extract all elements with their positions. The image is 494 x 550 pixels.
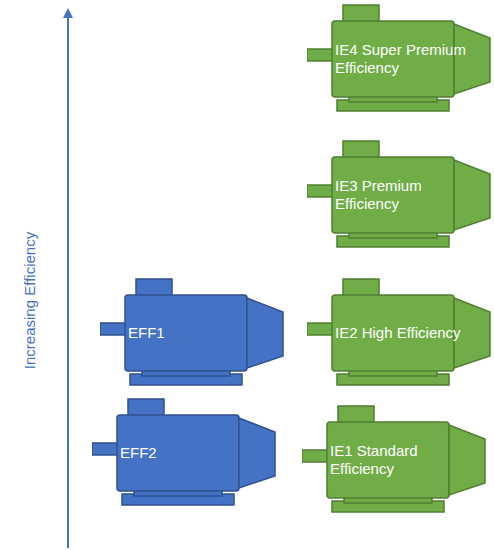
- motor-illustration: [100, 278, 285, 388]
- fan-cover: [247, 298, 283, 368]
- fan-cover: [454, 160, 490, 230]
- motor-node: IE3 Premium Efficiency: [307, 140, 492, 250]
- fan-cover: [239, 418, 275, 488]
- motor-shaft: [302, 450, 329, 462]
- motor-label: IE1 Standard Efficiency: [330, 442, 465, 478]
- motor-shaft: [307, 185, 334, 197]
- motor-label: IE3 Premium Efficiency: [335, 177, 470, 213]
- fan-cover: [449, 425, 485, 495]
- fan-cover: [454, 24, 490, 94]
- motor-label: IE4 Super Premium Efficiency: [335, 41, 470, 77]
- motor-illustration: [307, 4, 492, 114]
- motor-shaft: [307, 49, 334, 61]
- axis-arrowhead: [63, 8, 73, 18]
- motor-label: IE2 High Efficiency: [335, 324, 470, 342]
- motor-illustration: [307, 140, 492, 250]
- motor-node: EFF2: [92, 398, 277, 508]
- motor-shaft: [100, 323, 127, 335]
- axis-line: [67, 16, 69, 548]
- motor-node: IE4 Super Premium Efficiency: [307, 4, 492, 114]
- motor-shaft: [307, 323, 334, 335]
- motor-illustration: [92, 398, 277, 508]
- motor-illustration: [302, 405, 487, 515]
- motor-node: IE2 High Efficiency: [307, 278, 492, 388]
- motor-node: EFF1: [100, 278, 285, 388]
- motor-label: EFF2: [120, 444, 255, 462]
- motor-label: EFF1: [128, 324, 263, 342]
- motor-shaft: [92, 443, 119, 455]
- motor-node: IE1 Standard Efficiency: [302, 405, 487, 515]
- axis-label: Increasing Efficiency: [22, 231, 39, 368]
